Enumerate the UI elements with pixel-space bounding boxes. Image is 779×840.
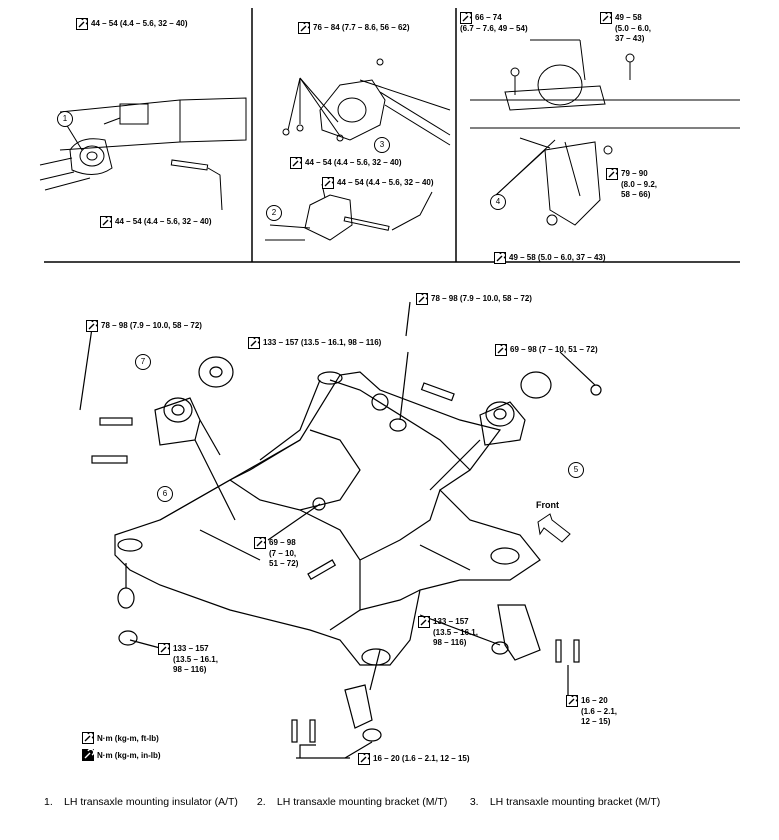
torque-wrench-icon (600, 11, 613, 24)
callout-3: 3 (374, 137, 390, 153)
callout-7: 7 (135, 354, 151, 370)
torque-wrench-filled-icon (82, 748, 95, 761)
p3-torque-right: 49 – 58 (5.0 – 6.0, 37 – 43) (600, 11, 651, 44)
main-torque-top-left: 78 – 98 (7.9 – 10.0, 58 – 72) (86, 319, 202, 332)
torque-wrench-icon (82, 731, 95, 744)
callout-1: 1 (57, 111, 73, 127)
torque-wrench-icon (460, 11, 473, 24)
front-label: Front (536, 500, 559, 510)
main-torque-lowright: 16 – 20 (1.6 – 2.1, 12 – 15) (566, 694, 617, 727)
callout-2: 2 (266, 205, 282, 221)
torque-wrench-icon (254, 536, 267, 549)
torque-wrench-icon (606, 167, 619, 180)
torque-wrench-icon (248, 336, 261, 349)
panel3-art (470, 39, 740, 226)
main-torque-left: 133 – 157 (13.5 – 16.1, 98 – 116) (158, 642, 218, 675)
callout-6: 6 (157, 486, 173, 502)
torque-wrench-icon (494, 251, 507, 264)
parts-list-item: 1.LH transaxle mounting insulator (A/T) (44, 796, 238, 808)
p3-torque-left: 66 – 74 (6.7 – 7.6, 49 – 54) (460, 11, 528, 33)
torque-wrench-icon (566, 694, 579, 707)
p1-torque-top: 44 – 54 (4.4 – 5.6, 32 – 40) (76, 17, 188, 30)
torque-wrench-icon (158, 642, 171, 655)
main-torque-bottom: 16 – 20 (1.6 – 2.1, 12 – 15) (358, 752, 470, 765)
torque-wrench-icon (100, 215, 113, 228)
parts-list-item: 2.LH transaxle mounting bracket (M/T) (256, 796, 448, 808)
callout-5: 5 (568, 462, 584, 478)
parts-list: 1.LH transaxle mounting insulator (A/T) … (44, 796, 744, 809)
parts-list-item: 3.LH transaxle mounting bracket (M/T) (469, 796, 661, 808)
main-torque-upper-mid: 133 – 157 (13.5 – 16.1, 98 – 116) (248, 336, 381, 349)
panel2-art (265, 58, 451, 241)
main-torque-center: 69 – 98 (7 – 10, 51 – 72) (254, 536, 298, 569)
callout-4: 4 (490, 194, 506, 210)
main-torque-right: 69 – 98 (7 – 10, 51 – 72) (495, 343, 598, 356)
panel1-art (39, 97, 247, 211)
torque-wrench-icon (76, 17, 89, 30)
front-arrow (537, 513, 571, 543)
p2-torque-top: 76 – 84 (7.7 – 8.6, 56 – 62) (298, 21, 410, 34)
torque-wrench-icon (416, 292, 429, 305)
main-torque-top-center: 78 – 98 (7.9 – 10.0, 58 – 72) (416, 292, 532, 305)
torque-wrench-icon (290, 156, 303, 169)
p2-torque-mid2: 44 – 54 (4.4 – 5.6, 32 – 40) (322, 176, 434, 189)
main-torque-lowmid: 133 – 157 (13.5 – 16.1, 98 – 116) (418, 615, 478, 648)
torque-wrench-icon (322, 176, 335, 189)
p3-torque-mid: 79 – 90 (8.0 – 9.2, 58 – 66) (606, 167, 657, 200)
torque-wrench-icon (418, 615, 431, 628)
torque-wrench-icon (86, 319, 99, 332)
legend-unit-ftlb: N·m (kg-m, ft-lb) (82, 731, 159, 744)
torque-wrench-icon (358, 752, 371, 765)
subframe-art (79, 301, 602, 759)
legend-unit-inlb: N·m (kg-m, in-lb) (82, 748, 161, 761)
torque-wrench-icon (298, 21, 311, 34)
p1-torque-bottom: 44 – 54 (4.4 – 5.6, 32 – 40) (100, 215, 212, 228)
torque-wrench-icon (495, 343, 508, 356)
p2-torque-mid1: 44 – 54 (4.4 – 5.6, 32 – 40) (290, 156, 402, 169)
p3-torque-bottom: 49 – 58 (5.0 – 6.0, 37 – 43) (494, 251, 606, 264)
